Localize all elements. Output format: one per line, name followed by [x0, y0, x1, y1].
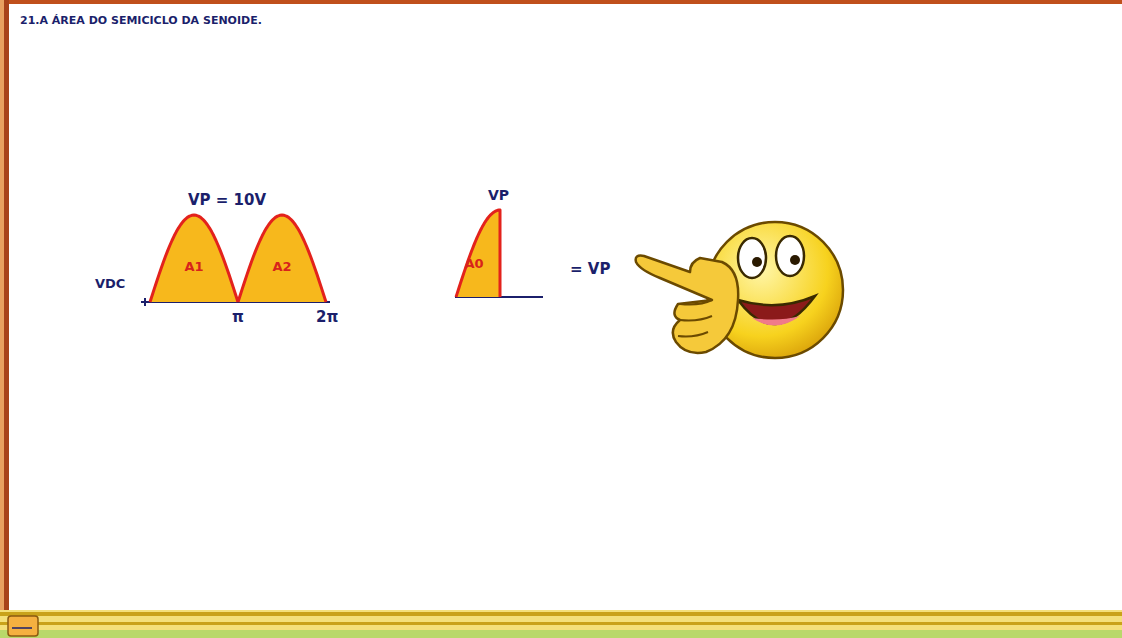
frame-top	[0, 0, 1122, 4]
eraser-mark	[12, 627, 32, 629]
area-fill	[150, 215, 238, 302]
sine-curve	[456, 210, 500, 297]
annotation: VP = 10V	[188, 191, 266, 209]
area-label: A0	[464, 256, 483, 271]
sine-area-shape	[456, 207, 500, 297]
eraser	[8, 616, 38, 636]
area-fill	[456, 210, 500, 297]
sine-area-shape	[238, 212, 326, 302]
axis-tick	[144, 298, 146, 306]
sine-area-shape	[150, 212, 238, 302]
sine-area: A0	[456, 207, 500, 297]
tray-line	[0, 622, 1122, 625]
tray-line	[0, 612, 1122, 616]
title: 21.A ÁREA DO SEMICICLO DA SENOIDE.	[20, 14, 262, 27]
sine-curve	[150, 215, 238, 302]
annotation: VDC	[95, 276, 125, 291]
tray	[0, 610, 1122, 638]
frame-left	[4, 0, 9, 612]
pointing-hand	[636, 256, 739, 353]
smiley-pupil	[790, 255, 800, 265]
smiley-eye	[738, 238, 766, 278]
smiley-tongue	[752, 316, 800, 326]
area-label: A2	[272, 259, 291, 274]
frame-left-edge	[0, 0, 4, 612]
hand-fingers	[678, 300, 712, 337]
tray-base	[0, 630, 1122, 638]
annotation: π	[232, 308, 244, 326]
area-label: A1	[184, 259, 203, 274]
smiley-eye	[776, 236, 804, 276]
annotation: 2π	[316, 308, 338, 326]
smiley-pupil	[752, 257, 762, 267]
sine-curve	[238, 215, 326, 302]
annotation: = VP	[570, 260, 610, 278]
sine-area: A1	[150, 212, 238, 302]
area-fill	[238, 215, 326, 302]
sine-area: A2	[238, 212, 326, 302]
annotation: VP	[488, 187, 509, 203]
